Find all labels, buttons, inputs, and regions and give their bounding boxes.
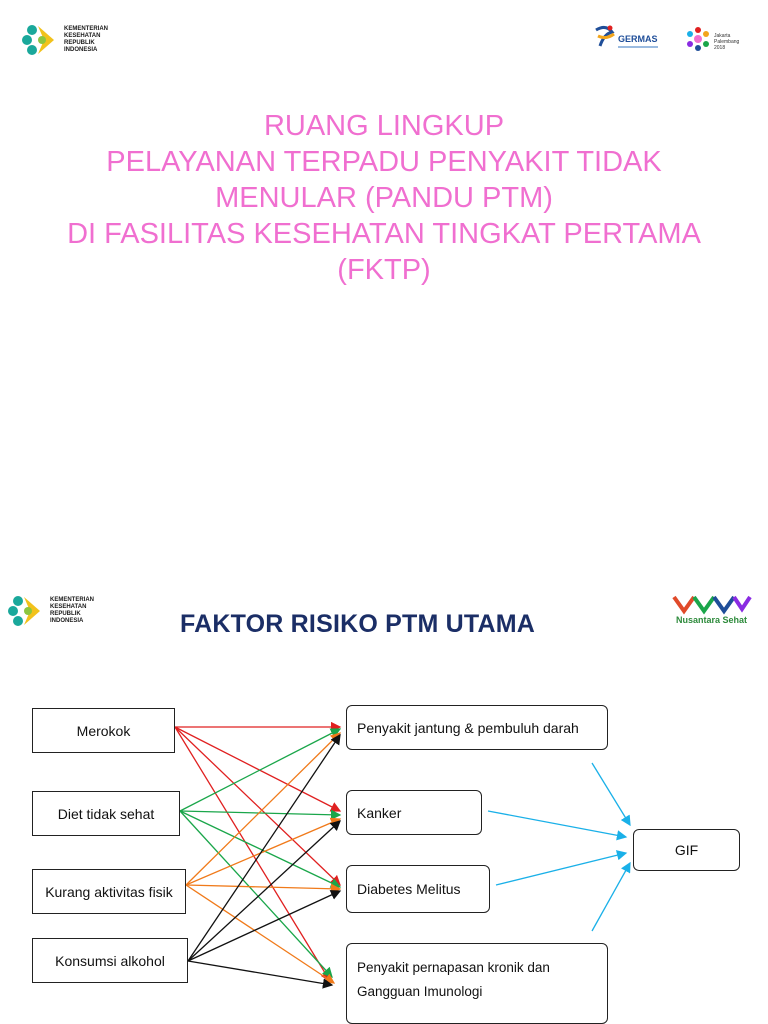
slide-1-title: RUANG LINGKUP PELAYANAN TERPADU PENYAKIT… bbox=[67, 110, 701, 286]
disease-pernapasan-line-2: Gangguan Imunologi bbox=[357, 984, 483, 999]
arrow-diet-pernapasan bbox=[179, 810, 333, 978]
risk-factor-alkohol: Konsumsi alkohol bbox=[32, 938, 188, 983]
disease-pernapasan-line-1: Penyakit pernapasan kronik dan bbox=[357, 960, 550, 975]
svg-text:Palembang: Palembang bbox=[714, 39, 740, 45]
arrow-pernapasan-gif bbox=[591, 861, 631, 932]
arrow-aktivitas-kanker bbox=[185, 817, 342, 886]
nusantara-sehat-label: Nusantara Sehat bbox=[676, 615, 747, 625]
germas-label: GERMAS bbox=[618, 34, 658, 44]
kemenkes-logo-text: KEMENTERIAN KESEHATAN REPUBLIK INDONESIA bbox=[50, 597, 95, 624]
arrow-diet-kanker bbox=[179, 809, 342, 820]
disease-kanker: Kanker bbox=[346, 790, 482, 835]
disease-pernapasan: Penyakit pernapasan kronik dan Gangguan … bbox=[346, 943, 608, 1024]
arrow-merokok-pernapasan bbox=[174, 726, 331, 983]
kemenkes-logo-text: KEMENTERIAN KESEHATAN REPUBLIK INDONESIA bbox=[64, 26, 109, 53]
arrow-aktivitas-pernapasan bbox=[185, 884, 336, 984]
slide-2: KEMENTERIAN KESEHATAN REPUBLIK INDONESIA… bbox=[0, 565, 768, 1024]
arrow-merokok-kanker bbox=[174, 726, 342, 812]
germas-logo: GERMAS bbox=[595, 25, 658, 48]
arrow-alkohol-kanker bbox=[187, 820, 341, 962]
kemenkes-emblem-icon bbox=[8, 596, 40, 626]
arrow-jantung-gif bbox=[591, 762, 631, 827]
risk-factor-arrows bbox=[174, 721, 631, 989]
arrow-kanker-gif bbox=[487, 810, 628, 841]
slide-1: KEMENTERIAN KESEHATAN REPUBLIK INDONESIA… bbox=[20, 20, 740, 286]
svg-text:2018: 2018 bbox=[714, 45, 725, 51]
arrow-alkohol-jantung bbox=[187, 733, 341, 962]
arrow-aktivitas-diabetes bbox=[185, 883, 342, 894]
outcome-gif: GIF bbox=[633, 829, 740, 871]
arrow-alkohol-diabetes bbox=[187, 890, 342, 962]
svg-text:Jakarta: Jakarta bbox=[714, 33, 731, 39]
disease-jantung: Penyakit jantung & pembuluh darah bbox=[346, 705, 608, 750]
risk-factor-diet: Diet tidak sehat bbox=[32, 791, 180, 836]
risk-factor-merokok: Merokok bbox=[32, 708, 175, 753]
arrow-aktivitas-jantung bbox=[185, 732, 341, 886]
slide-2-title: FAKTOR RISIKO PTM UTAMA bbox=[180, 610, 536, 638]
arrow-alkohol-pernapasan bbox=[187, 960, 334, 989]
risk-factor-aktivitas: Kurang aktivitas fisik bbox=[32, 869, 186, 914]
kemenkes-logo: KEMENTERIAN KESEHATAN REPUBLIK INDONESIA bbox=[6, 591, 94, 631]
arrow-merokok-diabetes bbox=[174, 726, 341, 886]
disease-diabetes: Diabetes Melitus bbox=[346, 865, 490, 913]
arrow-diabetes-gif bbox=[495, 850, 628, 886]
kemenkes-emblem-icon bbox=[22, 25, 54, 55]
nusantara-sehat-logo: Nusantara Sehat bbox=[672, 595, 752, 625]
asian-games-logo: Jakarta Palembang 2018 bbox=[687, 27, 740, 51]
arrow-diet-jantung bbox=[179, 728, 342, 812]
kemenkes-logo: KEMENTERIAN KESEHATAN REPUBLIK INDONESIA bbox=[20, 20, 108, 60]
arrow-diet-diabetes bbox=[179, 810, 342, 888]
